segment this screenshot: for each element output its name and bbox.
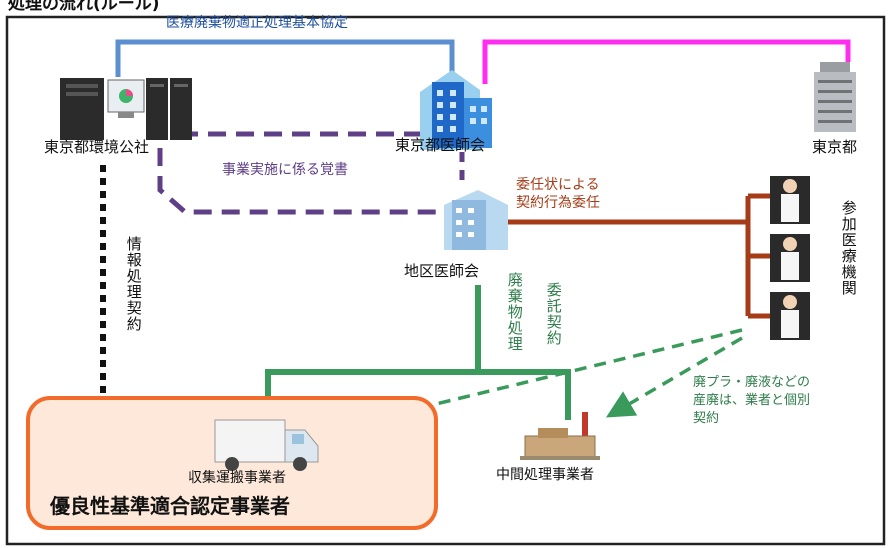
collector-label: 収集運搬事業者 [188,470,286,486]
basic-agreement-line [115,39,455,88]
certified-label: 優良性基準適合認定事業者 [50,494,290,518]
outer-frame [5,15,886,546]
tokyo-gov-label: 東京都 [812,138,858,156]
waste-label: 廃棄物処理 [505,272,524,352]
entrust-label-2: 契約行為委任 [516,195,600,211]
memo-line-loop [157,148,440,215]
note-line-3: 契約 [693,411,720,426]
tokyo-tower-icon [814,62,856,132]
header-text: 処理の流れ(ルール) [8,0,160,14]
note-line-1: 廃プラ・廃液などの [693,375,811,390]
district-building-icon [444,190,508,250]
dashed-arrow-intermediate [605,336,743,418]
intermediate-label: 中間処理事業者 [496,467,594,483]
entrust-label-1: 委任状による [516,177,600,193]
tokyo-link-line [482,39,851,84]
truck-icon [214,419,319,471]
building-icon [420,70,492,150]
factory-icon [520,412,600,460]
memo-label: 事業実施に係る覚書 [222,162,348,178]
doctor-icons [770,176,810,340]
participating-label: 参加医療機関 [839,200,858,296]
info-contract-label: 情報処理契約 [124,236,143,332]
doctor-icon [770,176,810,224]
env-company-label: 東京都環境公社 [44,138,150,156]
server-computer-icon [60,78,192,140]
doctor-icon [770,234,810,282]
note-line-2: 産廃は、業者と個別 [693,393,811,408]
waste-line-branch [265,369,571,420]
doctor-icon [770,292,810,340]
district-med-label: 地区医師会 [404,262,480,280]
tokyo-med-label: 東京都医師会 [395,136,486,154]
consign-label: 委託契約 [544,282,563,346]
basic-agreement-label: 医療廃棄物適正処理基本協定 [166,15,348,31]
